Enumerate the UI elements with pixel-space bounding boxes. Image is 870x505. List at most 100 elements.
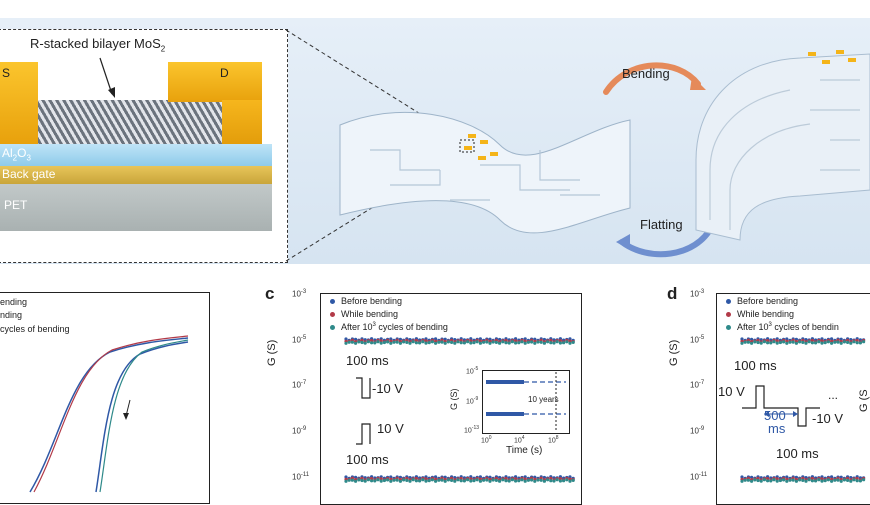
data-point (392, 478, 396, 482)
data-point (794, 479, 798, 483)
data-point (370, 339, 374, 343)
series-3 (740, 340, 866, 483)
data-point (446, 340, 450, 344)
data-point (552, 341, 556, 345)
data-point (488, 337, 492, 341)
data-point (820, 339, 824, 343)
data-point (746, 478, 750, 482)
data-point (354, 337, 358, 341)
data-point (478, 341, 482, 345)
bent-circuit-sheet (695, 50, 870, 241)
data-point (775, 477, 779, 481)
data-point (386, 340, 390, 344)
data-point (462, 341, 466, 345)
panel-c-pulse-pos: 10 V (377, 421, 404, 436)
panel-b-legend-3: cycles of bending (0, 324, 70, 334)
data-point (558, 477, 562, 481)
data-point (443, 337, 447, 341)
data-point (482, 340, 486, 344)
data-point (756, 478, 760, 483)
data-point (347, 340, 351, 344)
data-point (488, 479, 492, 483)
data-point (405, 478, 409, 482)
oxide-label: Al2O3 (2, 146, 31, 163)
data-point (501, 478, 505, 482)
data-point (434, 475, 438, 479)
panel-c-data-series (344, 337, 575, 483)
data-point (398, 475, 402, 479)
data-point (389, 337, 393, 341)
data-point (466, 340, 470, 344)
data-point (542, 475, 546, 480)
data-point (766, 477, 770, 481)
panel-d-pulse-top-ms: 100 ms (734, 358, 777, 373)
data-point (504, 476, 508, 481)
data-point (440, 478, 444, 482)
data-point (478, 337, 482, 341)
panel-c-letter: c (265, 284, 275, 303)
data-point (546, 478, 550, 482)
data-point (408, 479, 412, 483)
panel-c-pulse-top-ms: 100 ms (346, 353, 389, 368)
data-point (740, 337, 744, 341)
data-point (820, 341, 824, 345)
data-point (565, 340, 569, 344)
data-point (562, 341, 566, 345)
panel-c-ytick-0: 10-3 (292, 289, 307, 299)
data-point (360, 476, 364, 480)
data-point (830, 475, 834, 479)
data-point (382, 478, 386, 483)
drain-electrode-step (222, 100, 262, 144)
data-point (852, 478, 856, 482)
data-point (833, 478, 837, 482)
data-point (762, 478, 766, 482)
data-point (498, 479, 502, 483)
data-point (462, 479, 466, 483)
data-point (370, 477, 374, 481)
data-point (804, 479, 808, 483)
data-point (855, 338, 859, 343)
data-point (530, 478, 534, 482)
panel-d-pulse-train (742, 385, 820, 427)
data-point (472, 341, 476, 345)
data-point (373, 479, 377, 483)
data-point (344, 337, 348, 341)
data-point (820, 479, 824, 483)
data-point (379, 341, 383, 345)
data-point (753, 478, 757, 482)
data-point (430, 478, 434, 482)
panel-d-dots: ... (828, 388, 839, 402)
panel-d-ylabel: G (S) (668, 339, 680, 366)
data-point (533, 341, 537, 345)
data-point (437, 478, 441, 482)
panel-d-data-series (740, 337, 866, 483)
data-point (443, 475, 447, 479)
data-point (759, 341, 763, 345)
data-point (782, 478, 786, 482)
data-point (810, 479, 814, 483)
data-point (443, 479, 447, 483)
data-point (414, 338, 418, 343)
data-point (759, 479, 763, 483)
data-point (558, 339, 562, 343)
after-marker (330, 325, 335, 331)
data-point (520, 340, 524, 344)
data-point (510, 340, 514, 344)
data-point (526, 478, 530, 482)
data-point (459, 479, 463, 483)
data-point (794, 475, 798, 479)
data-point (418, 341, 422, 345)
data-point (382, 340, 386, 345)
data-point (475, 478, 479, 482)
data-point (411, 340, 415, 344)
panel-d-ytick-0: 10-3 (690, 289, 705, 299)
panel-c-pulse-neg: -10 V (372, 381, 404, 396)
data-point (482, 478, 486, 482)
panel-d-legend-before: Before bending (726, 296, 798, 306)
panel-b-hysteresis-curves (29, 335, 189, 493)
data-point (766, 479, 770, 483)
data-point (785, 341, 789, 345)
data-point (750, 479, 754, 483)
data-point (568, 341, 572, 345)
data-point (360, 478, 364, 483)
